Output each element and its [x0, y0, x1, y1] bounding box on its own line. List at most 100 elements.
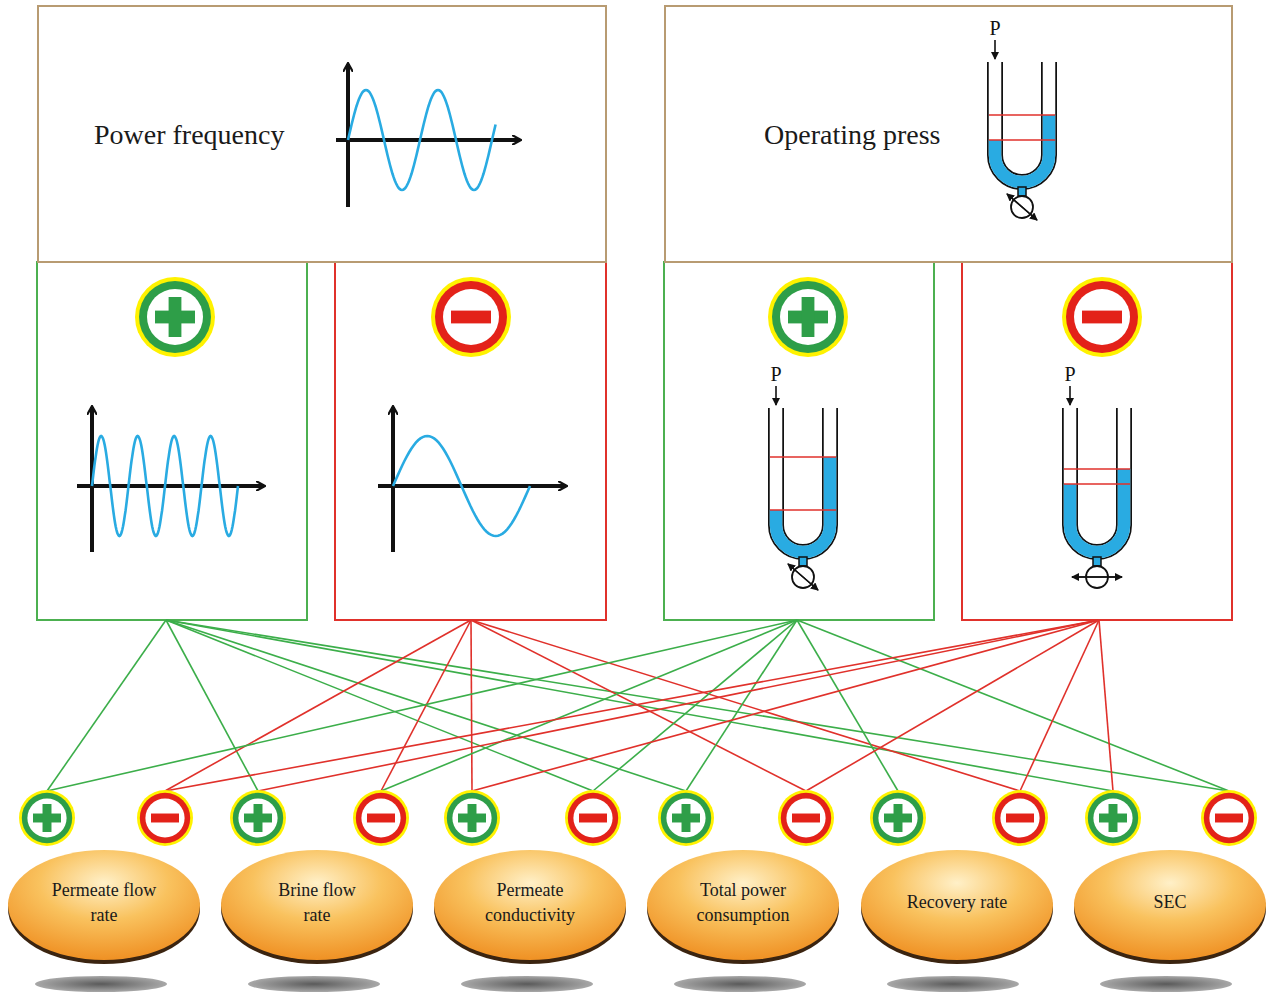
- sign-ring: [356, 793, 406, 843]
- pressure-arrow: [775, 386, 777, 405]
- plus-bar: [468, 804, 477, 832]
- tube-bore: [995, 62, 1049, 182]
- sign-face: [452, 798, 491, 837]
- sign-ring: [139, 281, 211, 353]
- output-label: SEC: [1110, 890, 1230, 915]
- sign-ring: [772, 281, 844, 353]
- level-line: [989, 114, 1055, 116]
- plus-bar: [894, 804, 903, 832]
- pressure-label: P: [1064, 364, 1075, 384]
- sign-face: [878, 798, 917, 837]
- sign-ring: [447, 793, 497, 843]
- sign-ring: [1085, 790, 1141, 846]
- oval-body: [221, 850, 413, 960]
- decrease-box: [335, 262, 606, 620]
- sign-ring: [353, 790, 409, 846]
- increase-box: [37, 262, 307, 620]
- tube-wall: [776, 408, 830, 552]
- sign-ring: [768, 277, 848, 357]
- increase-box: [664, 262, 934, 620]
- sign-face: [27, 798, 66, 837]
- influence-line: [47, 620, 166, 791]
- level-line: [770, 509, 836, 511]
- output-label: Total power consumption: [678, 878, 808, 928]
- minus-bar: [451, 311, 491, 324]
- output-label: Permeate conductivity: [465, 878, 595, 928]
- level-line: [770, 456, 836, 458]
- sign-ring: [19, 790, 75, 846]
- oval-body: [8, 850, 200, 960]
- ground-shadows: [35, 976, 1232, 992]
- sign-ring: [1066, 281, 1138, 353]
- valve-neck: [799, 557, 807, 566]
- output-oval: Permeate conductivity: [432, 848, 628, 966]
- parameter-title: Power frequency: [94, 118, 284, 152]
- output-label: Permeate flow rate: [44, 878, 164, 928]
- pressure-arrow: [1069, 386, 1071, 405]
- ground-shadow: [887, 976, 1019, 992]
- output-oval: Total power consumption: [645, 848, 841, 966]
- output-oval: Brine flow rate: [219, 848, 415, 966]
- influence-line: [381, 620, 797, 791]
- sign-face: [238, 798, 277, 837]
- output-label: Total power consumption: [678, 878, 808, 928]
- pressure-label: P: [989, 18, 1000, 38]
- sign-ring: [1201, 790, 1257, 846]
- sign-face: [1093, 798, 1132, 837]
- valve-neck: [1093, 557, 1101, 566]
- sign-ring: [137, 790, 193, 846]
- water: [776, 457, 830, 552]
- output-label: Permeate conductivity: [465, 878, 595, 928]
- valve-arrow: [1072, 576, 1122, 577]
- sign-ring: [870, 790, 926, 846]
- sign-ring: [995, 793, 1045, 843]
- sign-ring: [1062, 277, 1142, 357]
- tube-wall: [995, 62, 1049, 182]
- sign-ring: [435, 281, 507, 353]
- minus-bar: [792, 814, 820, 823]
- minus-bar: [1006, 814, 1034, 823]
- sign-symbols: [19, 277, 1257, 846]
- sign-face: [1209, 798, 1248, 837]
- influence-line: [1099, 620, 1113, 791]
- minus-bar: [151, 814, 179, 823]
- tube-bore: [1070, 408, 1124, 552]
- influence-line: [797, 620, 898, 791]
- sign-ring: [992, 790, 1048, 846]
- sine-waves: [92, 90, 530, 536]
- influence-line: [165, 620, 1099, 791]
- sign-face: [147, 289, 203, 345]
- influence-line: [166, 620, 1229, 791]
- influence-line: [166, 620, 1113, 791]
- influence-line: [471, 620, 1020, 791]
- plus-bar: [254, 804, 263, 832]
- water: [1070, 469, 1124, 552]
- sine-wave: [393, 436, 530, 536]
- minus-bar: [367, 814, 395, 823]
- sign-face: [573, 798, 612, 837]
- output-oval: SEC: [1072, 848, 1268, 966]
- influence-line: [166, 620, 686, 791]
- influence-line: [806, 620, 1099, 791]
- sign-ring: [140, 793, 190, 843]
- minus-bar: [1215, 814, 1243, 823]
- plus-bar: [169, 297, 182, 337]
- output-label: Recovery rate: [872, 890, 1042, 915]
- valve-arrow: [1072, 576, 1122, 577]
- ground-shadow: [461, 976, 593, 992]
- influence-line: [471, 620, 806, 791]
- sign-face: [1074, 289, 1130, 345]
- output-label: Recovery rate: [872, 890, 1042, 915]
- sign-face: [145, 798, 184, 837]
- parameter-box: Operating press: [664, 5, 1233, 263]
- minus-bar: [579, 814, 607, 823]
- level-line: [1064, 483, 1130, 485]
- axes: [77, 64, 566, 552]
- valve-arrow: [788, 564, 818, 590]
- sign-ring: [781, 793, 831, 843]
- sign-ring: [661, 793, 711, 843]
- sign-ring: [135, 277, 215, 357]
- valve-arrow: [788, 564, 818, 590]
- sign-face: [786, 798, 825, 837]
- sign-ring: [873, 793, 923, 843]
